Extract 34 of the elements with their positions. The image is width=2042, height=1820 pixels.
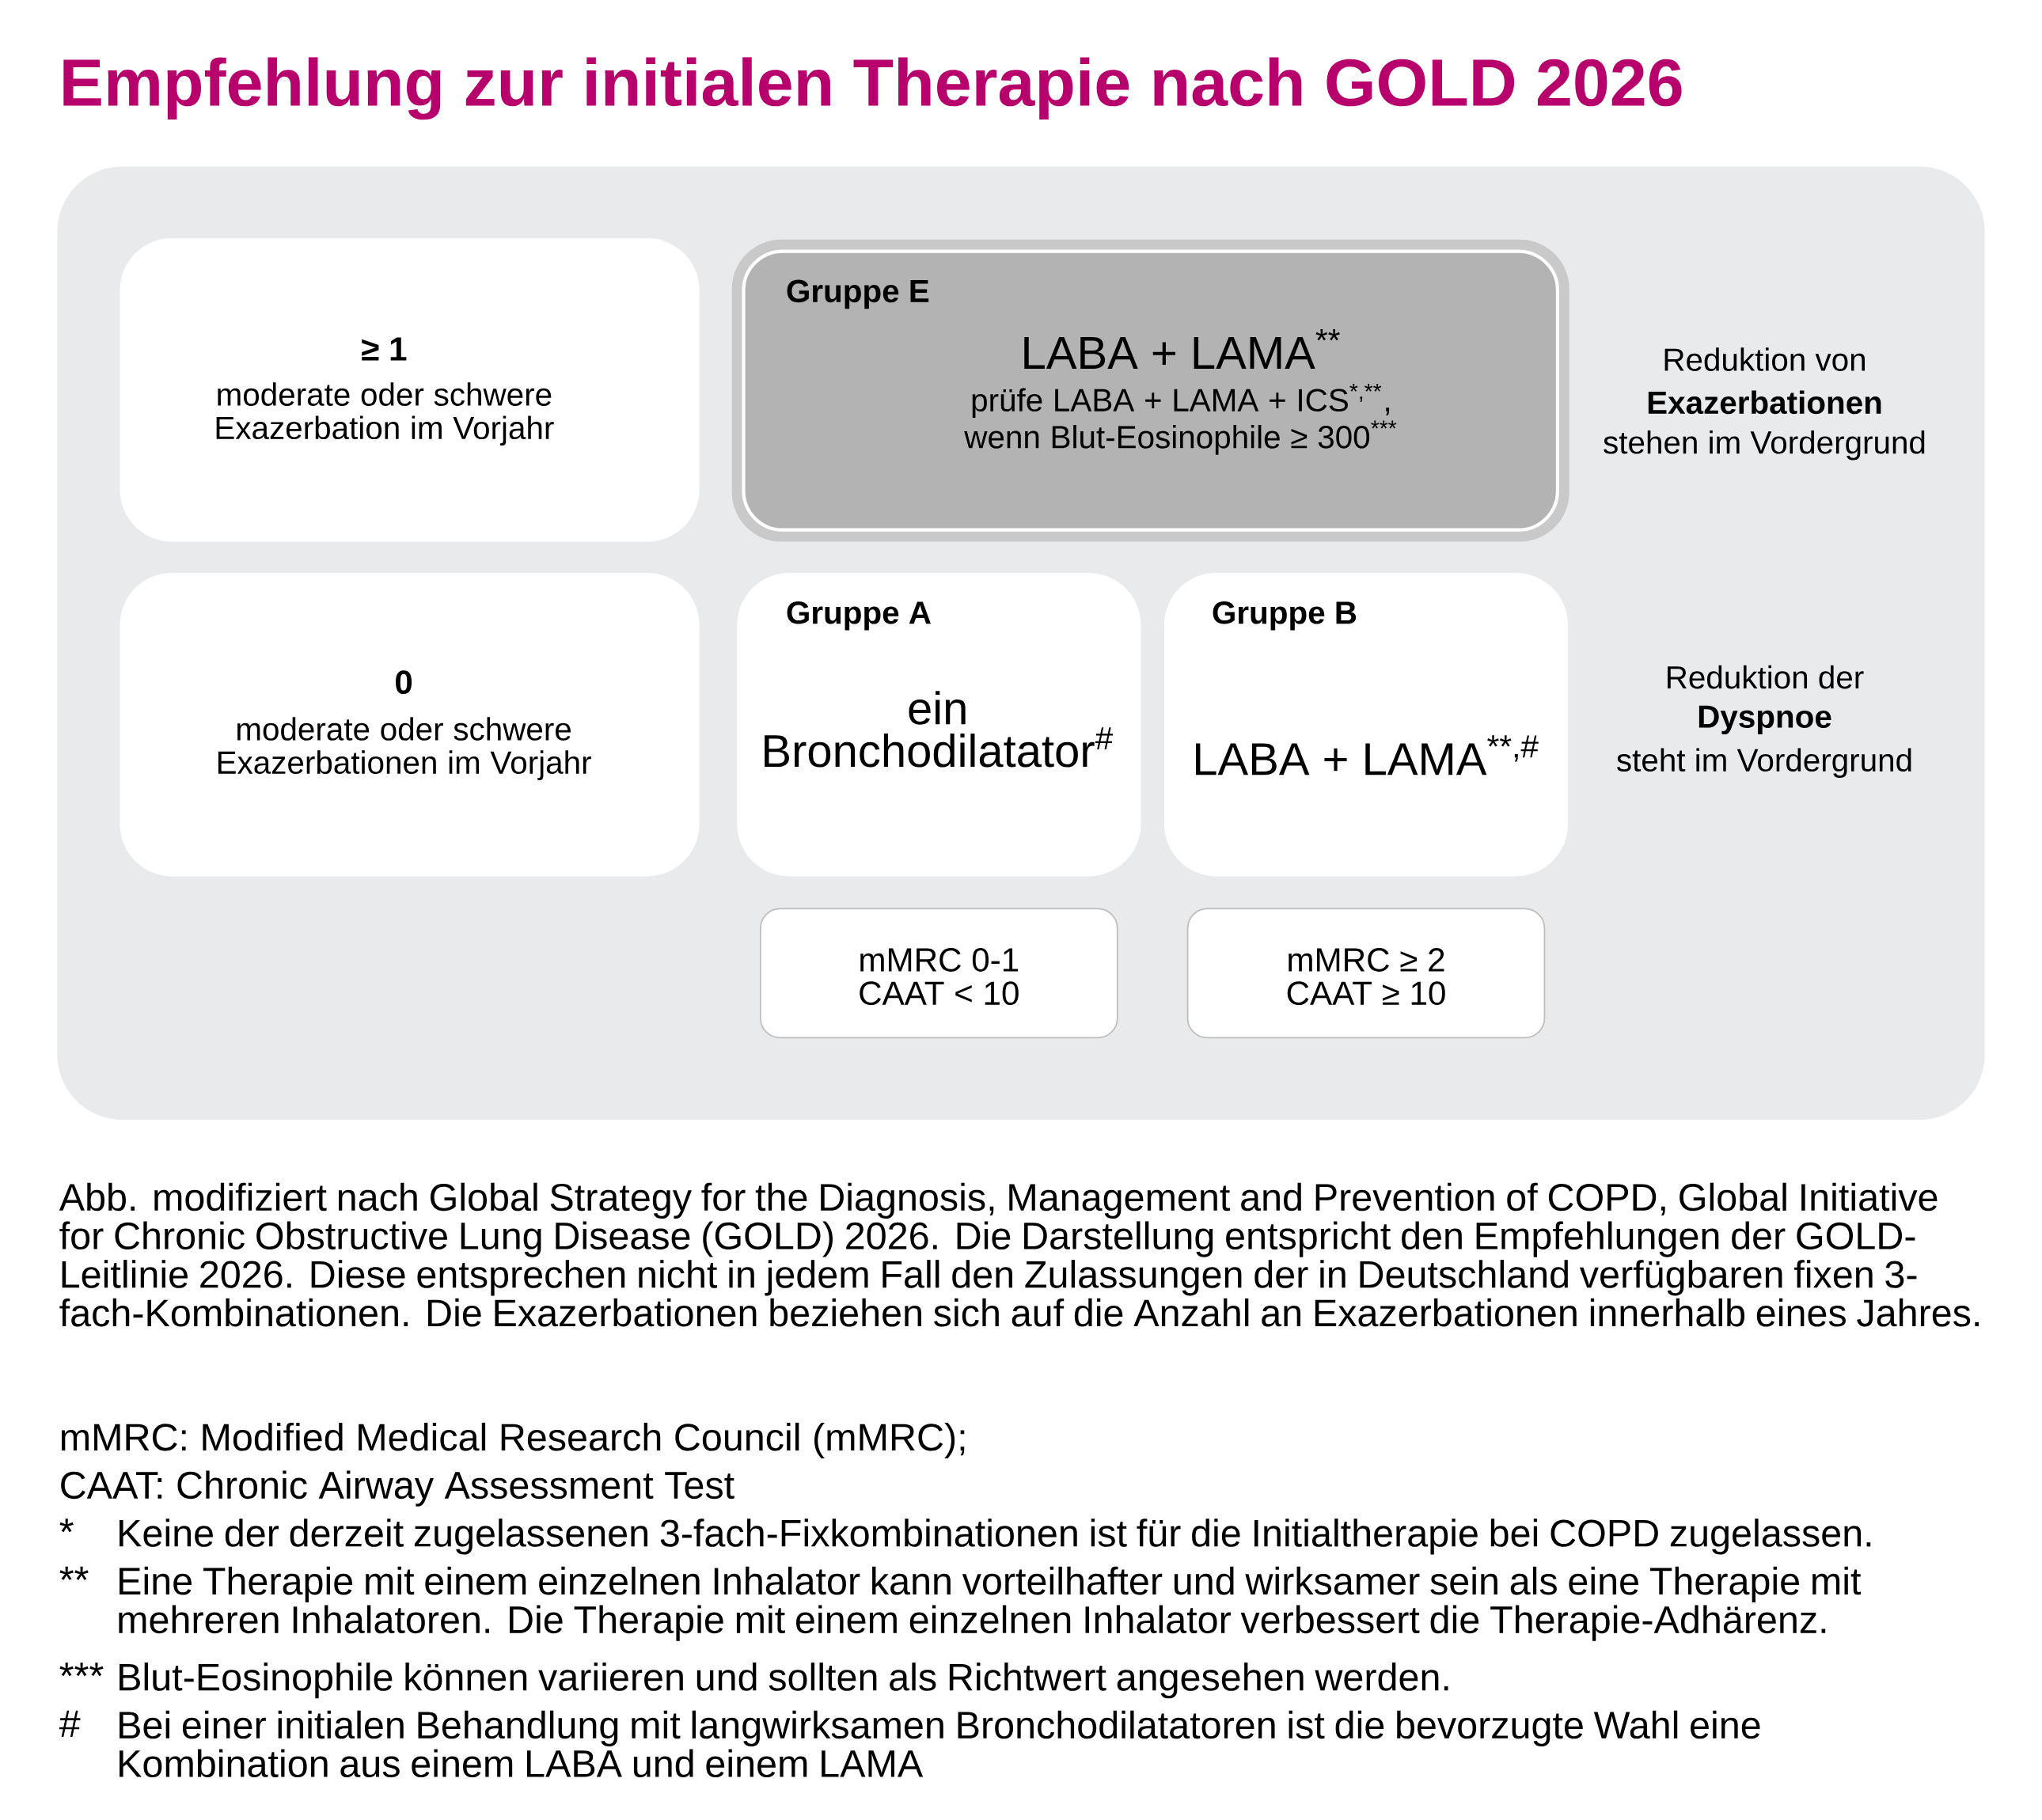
box-heading: Gruppe A <box>787 601 931 631</box>
side-note: Exazerbationen <box>1648 390 1881 415</box>
side-note: steht im Vordergrund <box>1617 748 1911 778</box>
side-note: Reduktion der <box>1668 665 1864 689</box>
footnote-marker: * <box>59 1519 74 1533</box>
therapy-text: LABA + LAMA$^{**,#}$ <box>1196 735 1539 775</box>
abbreviation-text: CAAT: Chronic Airway Assessment Test <box>61 1470 734 1507</box>
group-box <box>731 239 1569 542</box>
side-note: Reduktion von <box>1664 347 1865 371</box>
score-text: mMRC 0-1 CAAT < 10 <box>860 947 1019 1005</box>
title: Empfehlung zur initialen Therapie nach GOLD 2026 <box>63 57 1682 120</box>
score-text: mMRC ≥ 2 CAAT ≥ 10 <box>1287 947 1445 1005</box>
abbreviation-text: mMRC: Modified Medical Research Council (mMRC); <box>61 1422 965 1458</box>
box-heading: Gruppe B <box>1213 601 1357 631</box>
footnote-text: Blut-Eosinophile können variieren und sollten als Richtwert angesehen werden. <box>120 1662 1448 1699</box>
footnote-text: Bei einer initialen Behandlung mit langwirksamen Bronchodilatatoren ist die bevorzugte Wahl eine Kombination aus einem LABA und einem LAMA <box>120 1710 1760 1777</box>
therapy-note: prüfe LABA + LAMA + ICS$^{*,**}$, wenn Blut-Eosinophile ≥ 300$^{***}$ <box>964 383 1397 455</box>
box-heading: Gruppe E <box>787 279 929 309</box>
footnote-text: Eine Therapie mit einem einzelnen Inhalator kann vorteilhafter und wirksamer sein als eine Therapie mit mehreren Inhalatoren. Die Therapie mit einem einzelnen Inhalator verbessert die Therapie-Adhärenz. <box>119 1566 1862 1641</box>
side-note: Dyspnoe <box>1699 705 1831 734</box>
count-text: ≥ 1 <box>362 337 407 361</box>
score-box <box>760 908 1118 1039</box>
footnote-marker: ** <box>59 1566 89 1580</box>
caption-text: Abb. modifiziert nach Global Strategy for the Diagnosis, Management and Prevention of COPD, Global Initiative for Chronic Obstructive Lung Disease (GOLD) 2026. Die Darstellung entspricht den Empfehlungen der GOLD-Leitlinie 2026. Diese entsprechen nicht in jedem Fall den Zulassungen der in Deutschland verfügbaren fixen 3-fach-Kombinationen. Die Exazerbationen beziehen sich auf die Anzahl an Exazerbationen innerhalb eines Jahres. <box>59 1182 1979 1327</box>
score-box <box>1186 908 1546 1039</box>
criteria-text: moderate oder schwere Exazerbationen im Vorjahr <box>218 717 591 780</box>
side-note: stehen im Vordergrund <box>1604 430 1925 461</box>
footnote-marker: *** <box>59 1663 104 1676</box>
footnote-text: Keine der derzeit zugelassenen 3-fach-Fixkombinationen ist für die Initialtherapie bei COPD zugelassen. <box>120 1519 1871 1555</box>
therapy-text: ein Bronchodilatator$^{#}$ <box>765 691 1114 768</box>
footnote-marker: # <box>59 1710 81 1737</box>
therapy-text: LABA + LAMA$^{**}$ <box>1024 328 1340 369</box>
criteria-text: moderate oder schwere Exazerbation im Vorjahr <box>216 382 554 446</box>
count-text: 0 <box>396 670 412 694</box>
